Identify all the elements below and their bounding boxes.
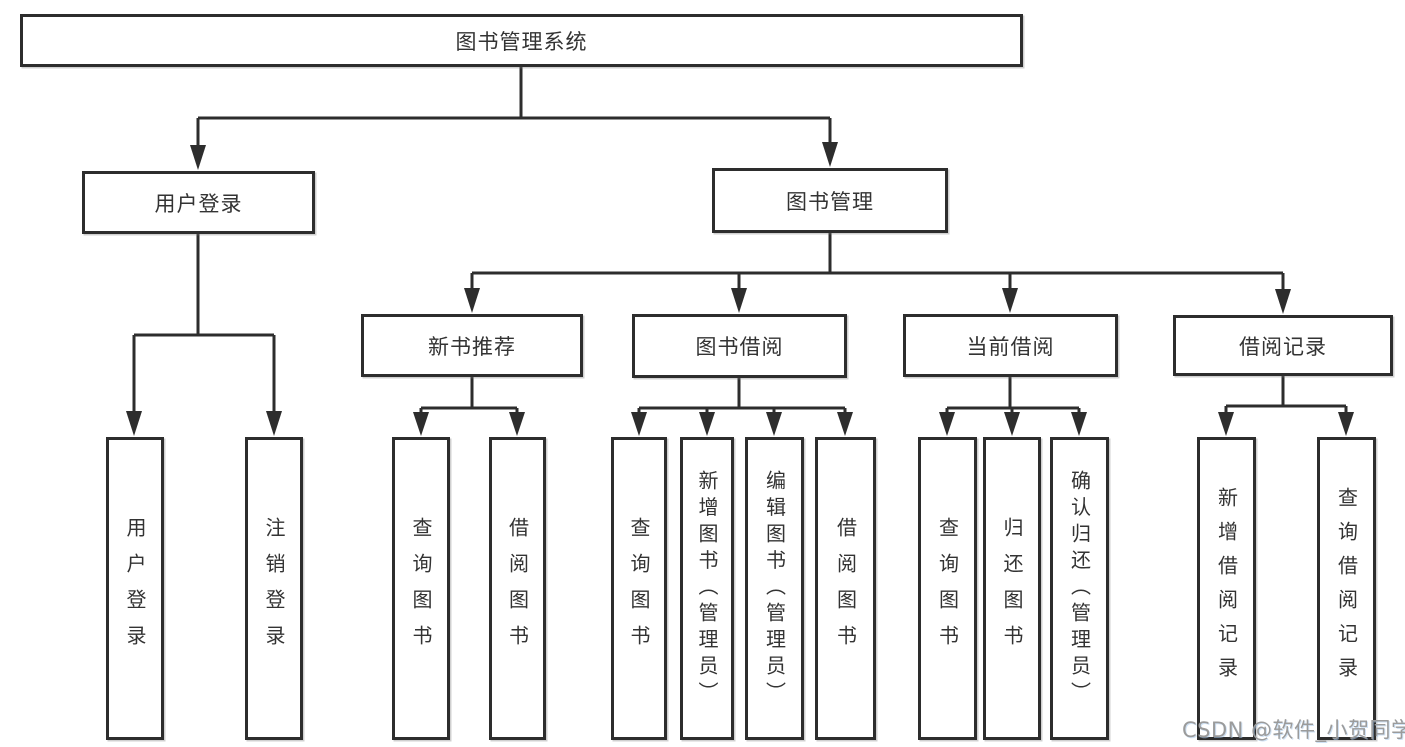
leaf-query-book-recommend: 查询图书	[392, 437, 450, 740]
leaf-query-book-current: 查询图书	[918, 437, 977, 740]
node-label: 借阅记录	[1239, 334, 1327, 359]
leaf-edit-book-admin: 编辑图书（管理员）	[745, 437, 804, 740]
node-label: 借阅图书	[833, 516, 858, 661]
node-label: 图书管理	[786, 189, 874, 214]
node-label: 新书推荐	[428, 334, 516, 359]
leaf-query-borrow-record: 查询借阅记录	[1317, 437, 1376, 740]
leaf-borrow-book-recommend: 借阅图书	[489, 437, 546, 740]
connector-book-mgmt-to-level3	[464, 233, 1291, 314]
node-user-login: 用户登录	[82, 171, 315, 234]
connector-user-login-children	[126, 234, 282, 436]
node-label: 图书管理系统	[455, 29, 588, 54]
node-label: 查询图书	[627, 516, 651, 661]
leaf-add-borrow-record: 新增借阅记录	[1197, 437, 1256, 740]
leaf-confirm-return-admin: 确认归还（管理员）	[1050, 437, 1109, 740]
node-label: 新增借阅记录	[1214, 486, 1239, 691]
node-current-borrow: 当前借阅	[903, 314, 1118, 377]
node-label: 查询借阅记录	[1334, 486, 1359, 691]
node-label: 当前借阅	[966, 334, 1055, 359]
node-label: 查询图书	[409, 516, 433, 661]
node-new-book-recommend: 新书推荐	[361, 314, 583, 377]
connector-new-book-rec-children	[413, 377, 525, 436]
csdn-watermark: CSDN @软件_小贺同学	[1182, 718, 1405, 742]
leaf-return-book: 归还图书	[983, 437, 1041, 740]
node-label: 用户登录	[154, 191, 243, 216]
leaf-user-login: 用户登录	[106, 437, 164, 740]
connector-borrow-record-children	[1218, 376, 1354, 436]
leaf-borrow-book: 借阅图书	[815, 437, 876, 740]
node-library-management-system: 图书管理系统	[20, 14, 1023, 67]
connector-book-borrow-children	[631, 378, 853, 436]
node-book-borrow: 图书借阅	[632, 314, 847, 378]
connector-root-to-level2	[190, 67, 838, 170]
node-label: 用户登录	[123, 516, 147, 661]
connector-current-borrow-children	[939, 377, 1087, 436]
node-label: 借阅图书	[505, 516, 530, 661]
node-label: 新增图书（管理员）	[695, 469, 719, 708]
node-label: 查询图书	[935, 516, 960, 661]
leaf-add-book-admin: 新增图书（管理员）	[680, 437, 734, 740]
leaf-query-book-borrow: 查询图书	[611, 437, 667, 740]
node-label: 注销登录	[262, 516, 286, 661]
node-book-management: 图书管理	[712, 168, 948, 233]
node-label: 归还图书	[1000, 516, 1024, 661]
node-borrow-record: 借阅记录	[1173, 315, 1393, 376]
leaf-logout-login: 注销登录	[245, 437, 303, 740]
node-label: 图书借阅	[695, 335, 784, 359]
node-label: 编辑图书（管理员）	[762, 469, 787, 708]
node-label: 确认归还（管理员）	[1067, 469, 1092, 708]
